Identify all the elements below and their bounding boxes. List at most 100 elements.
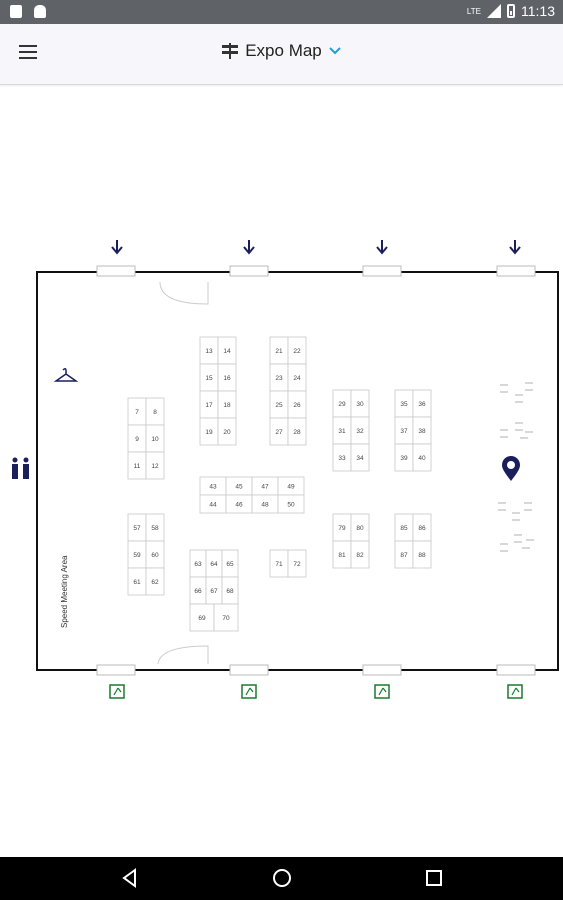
menu-button[interactable]	[10, 34, 46, 70]
booth[interactable]: 14	[217, 336, 237, 365]
booth[interactable]: 50	[277, 494, 305, 514]
booth-number: 12	[151, 463, 159, 470]
booth[interactable]: 82	[350, 540, 370, 569]
booth[interactable]: 66	[189, 576, 207, 605]
booth-number: 24	[293, 375, 301, 382]
booth[interactable]: 13	[199, 336, 219, 365]
booth[interactable]: 32	[350, 416, 370, 445]
booth[interactable]: 59	[127, 540, 147, 569]
booth[interactable]: 21	[269, 336, 289, 365]
booth-number: 38	[418, 428, 426, 435]
booth[interactable]: 46	[225, 494, 253, 514]
booth[interactable]: 8	[145, 397, 165, 426]
booth[interactable]: 15	[199, 363, 219, 392]
booth-number: 65	[226, 561, 234, 568]
booth-number: 44	[209, 502, 217, 509]
booth[interactable]: 28	[287, 417, 307, 446]
booth[interactable]: 27	[269, 417, 289, 446]
booth[interactable]: 34	[350, 443, 370, 472]
booth[interactable]: 19	[199, 417, 219, 446]
booth-number: 58	[151, 525, 159, 532]
home-icon[interactable]	[270, 866, 294, 890]
booth-number: 7	[135, 409, 139, 416]
booth[interactable]: 44	[199, 494, 227, 514]
booth[interactable]: 86	[412, 513, 432, 542]
booth-number: 62	[151, 579, 159, 586]
notification-android-icon	[34, 5, 46, 18]
booth[interactable]: 47	[251, 476, 279, 496]
booth[interactable]: 57	[127, 513, 147, 542]
signal-icon	[487, 4, 501, 18]
booth-number: 17	[205, 402, 213, 409]
booth[interactable]: 67	[205, 576, 223, 605]
booth[interactable]: 36	[412, 389, 432, 418]
booth[interactable]: 25	[269, 390, 289, 419]
booth[interactable]: 37	[394, 416, 414, 445]
booth-number: 14	[223, 348, 231, 355]
recents-icon[interactable]	[422, 866, 446, 890]
booth[interactable]: 61	[127, 567, 147, 596]
booth[interactable]: 62	[145, 567, 165, 596]
booth[interactable]: 69	[189, 603, 215, 632]
booth[interactable]: 85	[394, 513, 414, 542]
booth[interactable]: 60	[145, 540, 165, 569]
booth-outline	[217, 417, 237, 446]
booth[interactable]: 16	[217, 363, 237, 392]
booth[interactable]: 22	[287, 336, 307, 365]
exit-sign-icon	[241, 684, 257, 699]
booth[interactable]: 33	[332, 443, 352, 472]
booth[interactable]: 81	[332, 540, 352, 569]
title-dropdown[interactable]: Expo Map	[221, 41, 342, 61]
location-marker-icon[interactable]	[502, 456, 520, 481]
booth[interactable]: 45	[225, 476, 253, 496]
booth-number: 72	[293, 561, 301, 568]
booth[interactable]: 63	[189, 549, 207, 578]
booth[interactable]: 87	[394, 540, 414, 569]
door	[496, 265, 536, 277]
booth[interactable]: 29	[332, 389, 352, 418]
booth[interactable]: 35	[394, 389, 414, 418]
booth-number: 21	[275, 348, 283, 355]
booth[interactable]: 49	[277, 476, 305, 496]
booth-number: 23	[275, 375, 283, 382]
booth[interactable]: 9	[127, 424, 147, 453]
booth[interactable]: 80	[350, 513, 370, 542]
booth[interactable]: 23	[269, 363, 289, 392]
door	[96, 265, 136, 277]
booth[interactable]: 43	[199, 476, 227, 496]
booth[interactable]: 79	[332, 513, 352, 542]
booth[interactable]: 39	[394, 443, 414, 472]
speed-meeting-area-label: Speed Meeting Area	[60, 555, 69, 628]
booth[interactable]: 20	[217, 417, 237, 446]
booth[interactable]: 68	[221, 576, 239, 605]
booth[interactable]: 12	[145, 451, 165, 480]
booth[interactable]: 71	[269, 549, 289, 578]
booth[interactable]: 70	[213, 603, 239, 632]
booth[interactable]: 88	[412, 540, 432, 569]
booth[interactable]: 65	[221, 549, 239, 578]
booth[interactable]: 40	[412, 443, 432, 472]
booth[interactable]: 26	[287, 390, 307, 419]
booth[interactable]: 58	[145, 513, 165, 542]
booth[interactable]: 11	[127, 451, 147, 480]
booth-number: 47	[261, 484, 269, 491]
booth-number: 8	[153, 409, 157, 416]
booth-number: 66	[194, 588, 202, 595]
booth[interactable]: 38	[412, 416, 432, 445]
booth[interactable]: 48	[251, 494, 279, 514]
booth[interactable]: 30	[350, 389, 370, 418]
booth[interactable]: 18	[217, 390, 237, 419]
booth[interactable]: 17	[199, 390, 219, 419]
app-bar: Expo Map	[0, 24, 563, 85]
back-icon[interactable]	[118, 866, 142, 890]
booth[interactable]: 72	[287, 549, 307, 578]
booth[interactable]: 7	[127, 397, 147, 426]
booth[interactable]: 24	[287, 363, 307, 392]
booth[interactable]: 31	[332, 416, 352, 445]
booth[interactable]: 64	[205, 549, 223, 578]
booth[interactable]: 10	[145, 424, 165, 453]
